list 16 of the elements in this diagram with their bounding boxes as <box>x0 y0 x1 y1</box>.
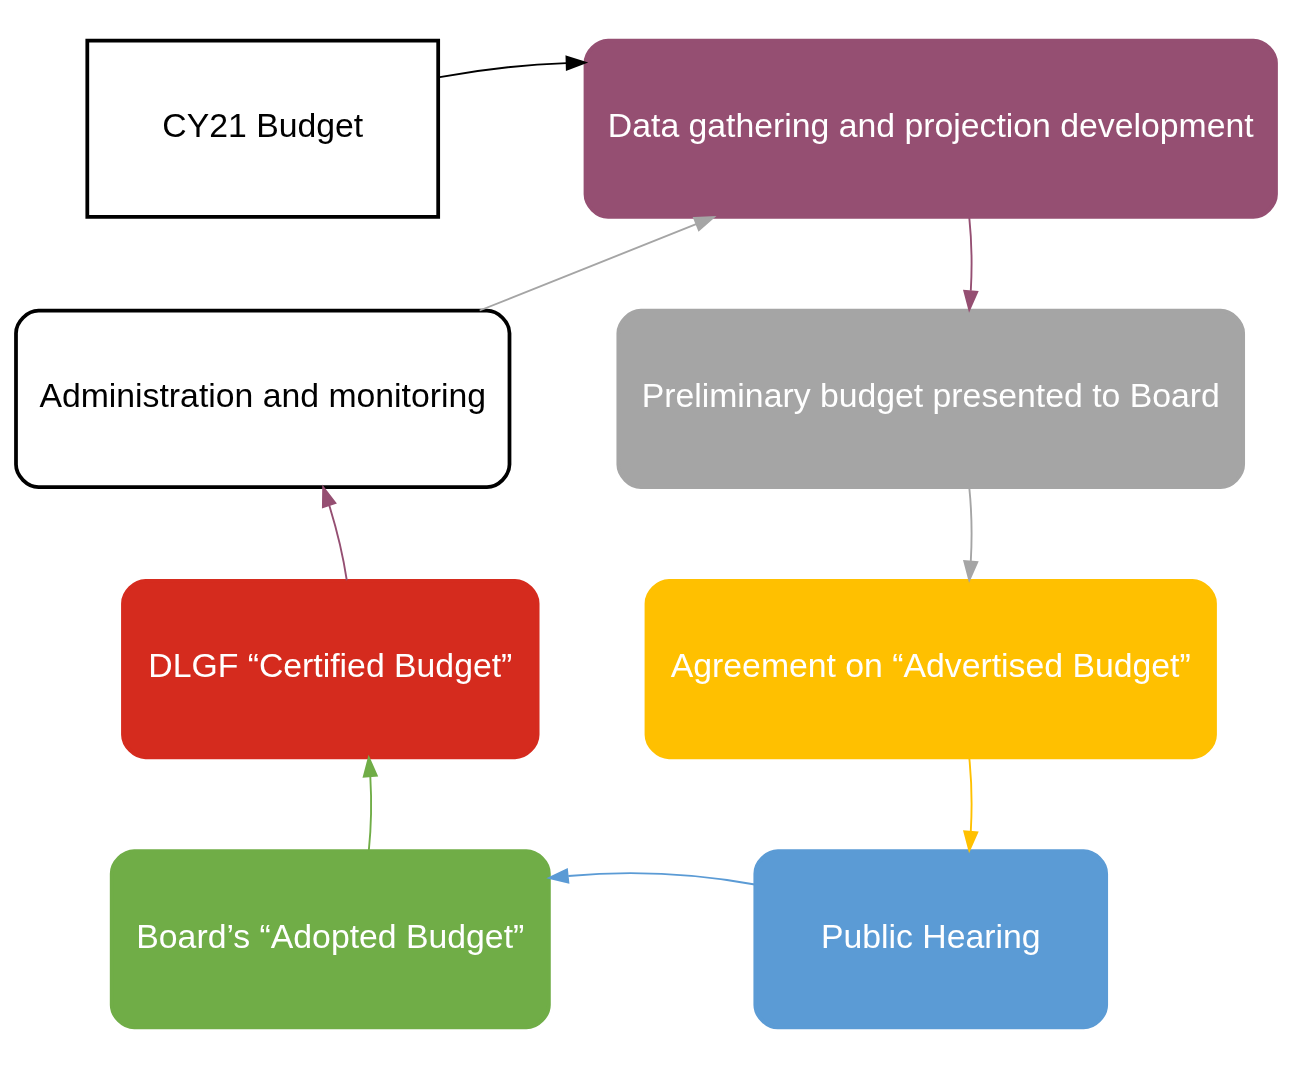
arrow <box>362 754 379 852</box>
node-box: DLGF “Certified Budget” <box>121 579 540 760</box>
arrow <box>546 868 756 886</box>
node-box: Preliminary budget presented to Board <box>616 308 1246 489</box>
arrow <box>437 55 589 79</box>
node-box: Agreement on “Advertised Budget” <box>644 579 1217 760</box>
arrow <box>478 216 717 312</box>
node-box: Data gathering and projection development <box>583 38 1278 219</box>
arrow <box>962 756 979 854</box>
arrow <box>962 216 979 313</box>
arrow <box>962 486 979 584</box>
node-box: CY21 Budget <box>85 38 441 219</box>
node-box: Administration and monitoring <box>14 308 512 489</box>
arrow <box>321 484 348 582</box>
node-box: Public Hearing <box>753 849 1109 1030</box>
node-box: Board’s “Adopted Budget” <box>109 849 551 1030</box>
